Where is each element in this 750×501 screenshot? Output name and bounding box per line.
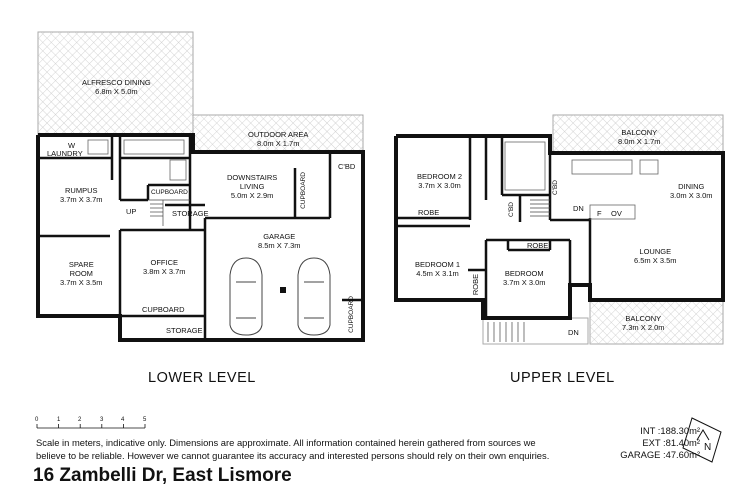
robe-1-label: ROBE (418, 208, 440, 217)
bedroom1-name: BEDROOM 1 (415, 260, 461, 269)
cupboard-office-label: CUPBOARD (142, 305, 185, 314)
scale-3: 3 (100, 417, 104, 423)
lounge-dim: 6.5m X 3.5m (634, 256, 677, 265)
cupboard-garage-label: CUPBOARD (347, 296, 355, 333)
upper-level-title: UPPER LEVEL (510, 370, 615, 386)
cupboard-small-label: CUPBOARD (151, 189, 188, 196)
garage-dim: 8.5m X 7.3m (258, 241, 301, 250)
dn-1-label: DN (573, 204, 584, 213)
alfresco-name: ALFRESCO DINING (82, 78, 151, 87)
garage-name: GARAGE (263, 232, 296, 241)
upper-stairs (487, 199, 550, 342)
balcony-bottom-name: BALCONY (625, 314, 662, 323)
balcony-top-name: BALCONY (621, 128, 658, 137)
lower-walls (36, 133, 365, 342)
scale-1: 1 (57, 417, 61, 423)
bedroom1-dim: 4.5m X 3.1m (416, 269, 459, 278)
storage-1-label: STORAGE (172, 209, 209, 218)
property-address: 16 Zambelli Dr, East Lismore (33, 465, 292, 486)
outdoor-dim: 8.0m X 1.7m (256, 139, 300, 148)
w-label: W (68, 141, 76, 150)
lower-level-title: LOWER LEVEL (148, 370, 256, 386)
bedroom2-dim: 3.7m X 3.0m (418, 181, 461, 190)
cbd-upper-2-label: C'BD (507, 202, 515, 217)
balcony-bottom-dim: 7.3m X 2.0m (622, 323, 665, 332)
area-garage: GARAGE :47.60m² (620, 449, 700, 460)
bedroom2-name: BEDROOM 2 (417, 172, 463, 181)
disclaimer-line-2: believe to be reliable. However we canno… (36, 449, 550, 461)
cupboard-vert-label: CUPBOARD (299, 172, 307, 209)
disclaimer-line-1: Scale in meters, indicative only. Dimens… (36, 437, 536, 448)
upper-internal-walls (396, 136, 592, 318)
balcony-top-dim: 8.0m X 1.7m (618, 137, 661, 146)
up-label: UP (126, 207, 137, 216)
dining-dim: 3.0m X 3.0m (670, 191, 713, 200)
office-dim: 3.8m X 3.7m (143, 267, 186, 276)
area-ext: EXT :81.40m² (642, 437, 700, 448)
cbd-lower-label: C'BD (338, 162, 356, 171)
area-int: INT :188.30m² (640, 425, 700, 436)
outdoor-name: OUTDOOR AREA (248, 130, 309, 139)
robe-2-label: ROBE (527, 241, 549, 250)
dining-name: DINING (678, 182, 705, 191)
disclaimer: Scale in meters, indicative only. Dimens… (36, 437, 556, 462)
spare-dim: 3.7m X 3.5m (60, 278, 103, 287)
storage-2-label: STORAGE (166, 326, 203, 335)
scale-2: 2 (78, 417, 82, 423)
scale-4: 4 (121, 417, 125, 423)
spare-name2: ROOM (69, 269, 93, 278)
scale-bar (36, 424, 146, 429)
scale-5: 5 (143, 417, 147, 423)
downstairs-name2: LIVING (239, 182, 265, 191)
rumpus-dim: 3.7m X 3.7m (60, 195, 103, 204)
bedroom-name: BEDROOM (504, 269, 544, 278)
downstairs-name1: DOWNSTAIRS (227, 173, 278, 182)
spare-name1: SPARE (68, 260, 94, 269)
north-label: N (704, 442, 712, 453)
office-name: OFFICE (150, 258, 179, 267)
lounge-name: LOUNGE (639, 247, 672, 256)
garage-cars (229, 257, 331, 336)
downstairs-dim: 5.0m X 2.9m (230, 191, 274, 200)
bedroom-dim: 3.7m X 3.0m (503, 278, 546, 287)
scale-0: 0 (35, 417, 39, 423)
lower-internal-walls (38, 135, 363, 340)
robe-3-label: ROBE (471, 273, 481, 296)
alfresco-dim: 6.8m X 5.0m (95, 87, 138, 96)
laundry-label: LAUNDRY (47, 149, 83, 158)
dn-2-label: DN (568, 328, 579, 337)
ov-label: OV (611, 209, 622, 218)
rumpus-name: RUMPUS (65, 186, 98, 195)
cbd-upper-1-label: C'BD (551, 180, 559, 195)
lower-stairs (148, 199, 190, 226)
f-label: F (597, 209, 602, 218)
north-arrow-icon (682, 417, 722, 463)
